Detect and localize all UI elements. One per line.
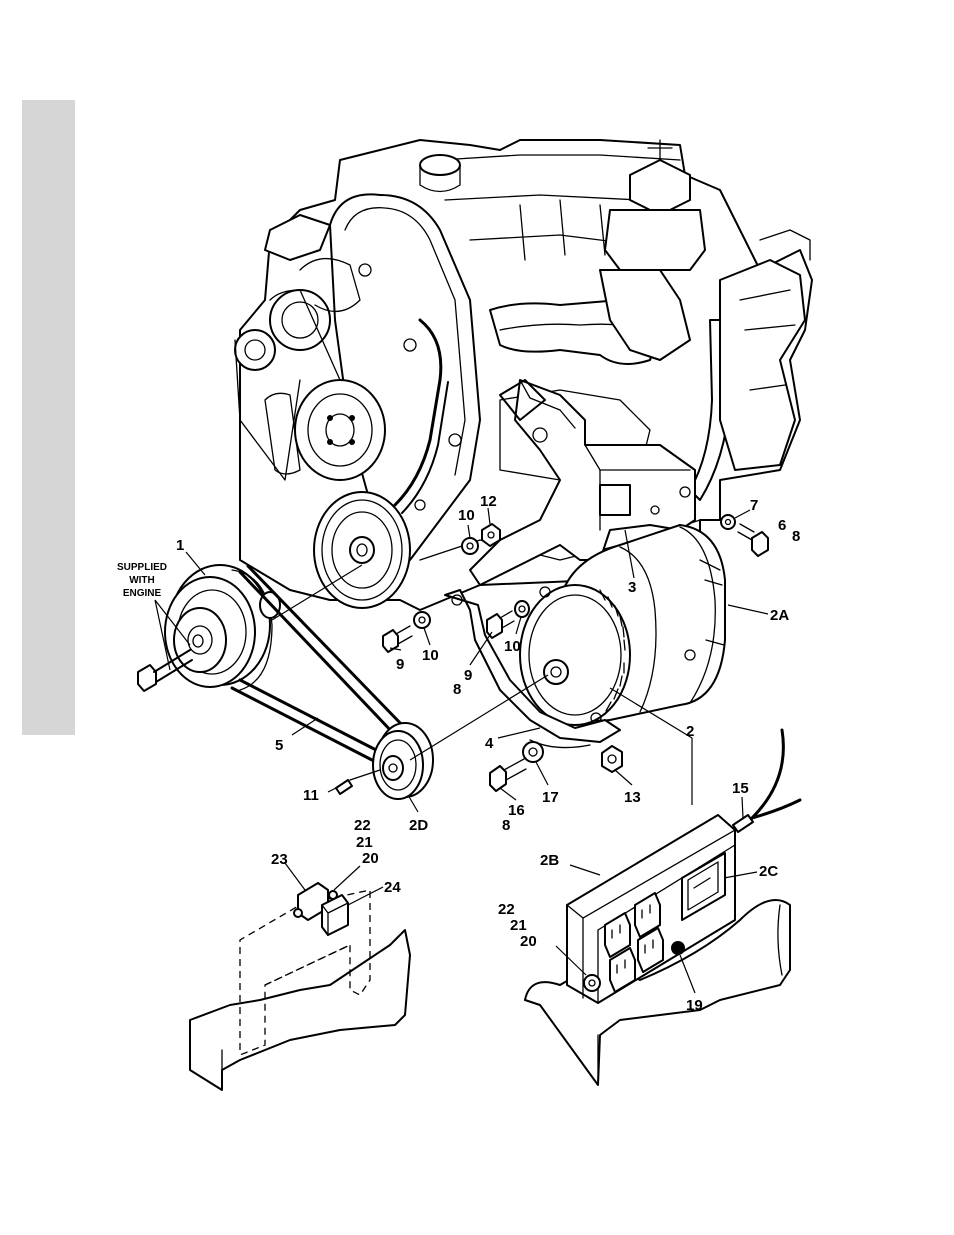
drive-pulley — [350, 723, 433, 799]
relay-mounting — [190, 883, 410, 1090]
callout-2a: 2A — [770, 607, 789, 624]
callout-22-left: 22 — [354, 817, 371, 834]
callout-20-left: 20 — [362, 850, 379, 867]
callout-21-right: 21 — [510, 917, 527, 934]
callout-10-top: 10 — [458, 507, 475, 524]
callout-9-right: 9 — [464, 667, 472, 684]
callout-2c: 2C — [759, 863, 778, 880]
callout-22-right: 22 — [498, 901, 515, 918]
callout-23: 23 — [271, 851, 288, 868]
callout-7: 7 — [750, 497, 758, 514]
bolt-6 — [738, 524, 768, 556]
callout-10-left: 10 — [422, 647, 439, 664]
note-line-3: ENGINE — [123, 588, 162, 599]
callout-16: 16 — [508, 802, 525, 819]
callout-4: 4 — [485, 735, 494, 752]
callout-10-right: 10 — [504, 638, 521, 655]
callout-6: 6 — [778, 517, 786, 534]
callout-2: 2 — [686, 723, 694, 740]
callout-19: 19 — [686, 997, 703, 1014]
callout-8-right: 8 — [792, 528, 800, 545]
washer-10-right — [515, 601, 529, 617]
indicator-lamp — [671, 941, 685, 955]
generator-pulley — [165, 565, 280, 690]
callout-8-mid: 8 — [453, 681, 461, 698]
washer-7 — [721, 515, 735, 529]
washer-10-top — [462, 538, 478, 554]
nut-12 — [482, 524, 500, 546]
control-box — [525, 730, 800, 1085]
callout-15: 15 — [732, 780, 749, 797]
callout-13: 13 — [624, 789, 641, 806]
washer-17 — [523, 742, 543, 762]
callout-3: 3 — [628, 579, 636, 596]
note-line-2: WITH — [129, 575, 155, 586]
note-line-1: SUPPLIED — [117, 562, 167, 573]
callout-20-right: 20 — [520, 933, 537, 950]
callout-11: 11 — [303, 787, 319, 804]
bolt-16 — [490, 759, 526, 791]
nut-13 — [602, 746, 622, 772]
callout-2b: 2B — [540, 852, 559, 869]
bolt-9-left — [383, 626, 412, 652]
callout-9-left: 9 — [396, 656, 404, 673]
callout-2d: 2D — [409, 817, 428, 834]
callout-8-bottom: 8 — [502, 817, 510, 834]
callout-21-left: 21 — [356, 834, 373, 851]
callout-5: 5 — [275, 737, 283, 754]
key-11 — [336, 780, 352, 794]
callout-1: 1 — [176, 537, 184, 554]
callout-12: 12 — [480, 493, 497, 510]
callout-24: 24 — [384, 879, 401, 896]
callout-17: 17 — [542, 789, 559, 806]
washer-10-left — [414, 612, 430, 628]
